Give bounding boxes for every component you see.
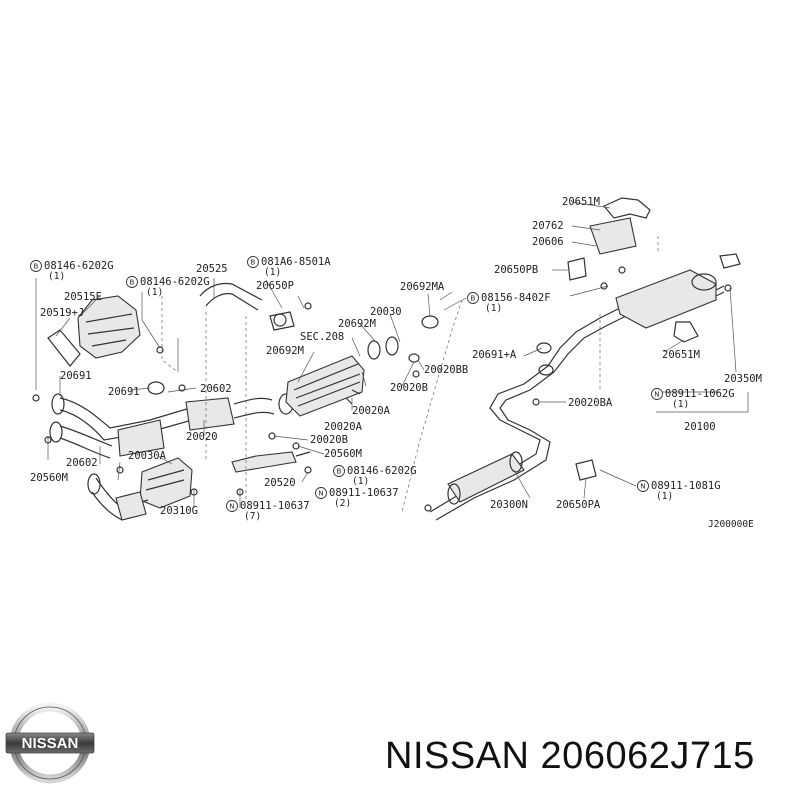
part-label: 20520 — [264, 477, 296, 489]
nut-marker-text: N — [229, 503, 234, 511]
nut-marker-text: N — [640, 483, 645, 491]
part-quantity: (2) — [334, 498, 351, 509]
part-label: 20602 — [66, 457, 98, 469]
part-label: 20602 — [200, 383, 232, 395]
part-number: 206062J715 — [540, 735, 755, 777]
part-label: 20606 — [532, 236, 564, 248]
part-label: 20100 — [684, 421, 716, 433]
bolt-marker-text: B — [337, 468, 342, 476]
part-label: 20030 — [370, 306, 402, 318]
part-labels: 08146-6202G (1) 08146-6202G (1) 20525 08… — [30, 196, 762, 530]
part-label: 20692M — [338, 318, 376, 330]
part-label: 20515E — [64, 291, 102, 303]
part-quantity: (1) — [352, 476, 369, 487]
part-label: 20519+J — [40, 307, 84, 319]
nut-marker — [637, 480, 649, 492]
part-label: 20560M — [324, 448, 362, 460]
part-quantity: (1) — [146, 287, 163, 298]
nut-marker — [315, 487, 327, 499]
part-label: 20651M — [562, 196, 600, 208]
part-label: 08146-6202G — [44, 260, 114, 272]
bolt-marker — [333, 465, 345, 477]
part-quantity: (1) — [485, 303, 502, 314]
part-label: 08146-6202G — [140, 276, 210, 288]
part-label: 20020BA — [568, 397, 613, 409]
part-label: 20525 — [196, 263, 228, 275]
part-label: 20650P — [256, 280, 294, 292]
dashed-lines — [161, 236, 659, 513]
part-label: 20692MA — [400, 281, 445, 293]
center-catalyst-assembly — [285, 315, 439, 417]
bolt-marker-text: B — [130, 279, 135, 287]
part-label: 20692M — [266, 345, 304, 357]
part-label: 20650PB — [494, 264, 538, 276]
fastener-markers: B B B B B N N N N — [30, 256, 732, 512]
part-label: 08911-1062G — [665, 388, 735, 400]
rear-exhaust-assembly — [429, 197, 741, 521]
section-reference: SEC.208 — [300, 331, 344, 343]
bolt-marker-text: B — [34, 263, 39, 271]
part-quantity: (1) — [48, 271, 65, 282]
product-caption: NISSAN 206062J715 — [385, 735, 755, 778]
bolt-marker — [467, 292, 479, 304]
nut-marker — [651, 388, 663, 400]
part-label: 20030A — [128, 450, 167, 462]
nut-marker — [226, 500, 238, 512]
part-label: 20350M — [724, 373, 762, 385]
nissan-logo-icon: NISSAN — [5, 702, 95, 784]
part-label: 20651M — [662, 349, 700, 361]
part-label: 20300N — [490, 499, 528, 511]
part-label: 20650PA — [556, 499, 601, 511]
leader-lines — [35, 201, 749, 508]
bolt-marker — [247, 256, 259, 268]
logo-text: NISSAN — [22, 735, 79, 752]
part-label: 20560M — [30, 472, 68, 484]
part-label: 20020A — [352, 405, 391, 417]
part-label: 20020BB — [424, 364, 468, 376]
part-label: 20020B — [390, 382, 428, 394]
bolt-marker — [126, 276, 138, 288]
bolt-marker — [30, 260, 42, 272]
part-quantity: (1) — [656, 491, 673, 502]
part-quantity: (1) — [264, 267, 281, 278]
left-exhaust-assembly — [47, 282, 311, 521]
nut-marker-text: N — [318, 490, 323, 498]
bolt-marker-text: B — [471, 295, 476, 303]
part-label: 08156-8402F — [481, 292, 551, 304]
nut-marker-text: N — [654, 391, 659, 399]
part-label: 20020 — [186, 431, 218, 443]
part-label: 20691 — [108, 386, 140, 398]
part-label: 20691+A — [472, 349, 517, 361]
part-label: 20762 — [532, 220, 564, 232]
bolt-marker-text: B — [251, 259, 256, 267]
part-label: 20020A — [324, 421, 363, 433]
part-label: 20691 — [60, 370, 92, 382]
part-label: 08146-6202G — [347, 465, 417, 477]
part-label: 20310G — [160, 505, 198, 517]
part-label: 08911-10637 — [240, 500, 310, 512]
part-label: 08911-10637 — [329, 487, 399, 499]
part-label: 20020B — [310, 434, 348, 446]
part-label: 08911-1081G — [651, 480, 721, 492]
part-label: 081A6-8501A — [261, 256, 331, 268]
diagram-code: J200000E — [708, 519, 754, 530]
part-quantity: (7) — [244, 511, 261, 522]
brand-name: NISSAN — [385, 735, 530, 777]
part-quantity: (1) — [672, 399, 689, 410]
